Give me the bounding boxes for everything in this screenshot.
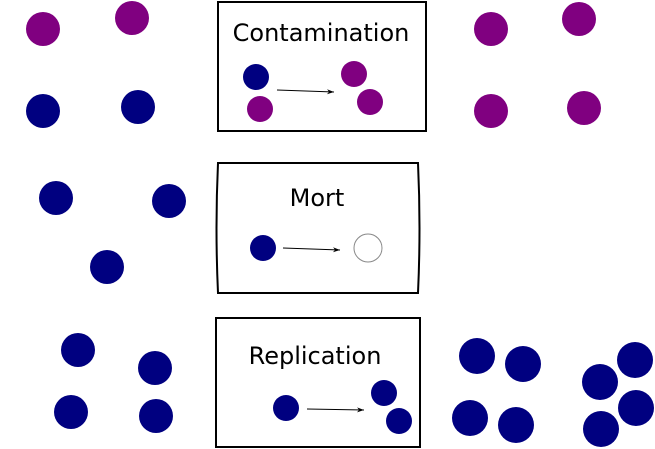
mort-before — [250, 235, 276, 261]
navy-cell — [121, 90, 155, 124]
contamination-before — [243, 64, 273, 122]
mort-title: Mort — [290, 184, 345, 212]
purple-cell — [567, 91, 601, 125]
contamination-arrow — [276, 89, 335, 95]
purple-cell — [474, 12, 508, 46]
mort-arrow — [282, 247, 341, 253]
navy-cell — [243, 64, 269, 90]
navy-cell — [250, 235, 276, 261]
mort-after — [353, 233, 383, 263]
navy-cell — [152, 184, 186, 218]
replication-before — [273, 395, 299, 421]
purple-cell — [115, 1, 149, 35]
navy-cell — [459, 338, 495, 374]
navy-cell — [582, 364, 618, 400]
mort-left-cluster — [39, 181, 186, 284]
navy-cell — [371, 380, 397, 406]
dead-cell-outline — [353, 233, 383, 263]
navy-cell — [138, 351, 172, 385]
navy-cell — [61, 333, 95, 367]
contamination-left-cluster — [26, 1, 155, 128]
purple-cell — [562, 2, 596, 36]
navy-cell — [386, 408, 412, 434]
navy-cell — [452, 400, 488, 436]
mort-box — [215, 162, 421, 294]
purple-cell — [357, 89, 383, 115]
navy-cell — [273, 395, 299, 421]
contamination-right-cluster — [474, 2, 601, 128]
purple-cell — [341, 61, 367, 87]
navy-cell — [90, 250, 124, 284]
navy-cell — [505, 346, 541, 382]
purple-cell — [26, 12, 60, 46]
navy-cell — [54, 395, 88, 429]
replication-left-cluster — [54, 333, 173, 433]
contamination-title: Contamination — [233, 19, 410, 47]
navy-cell — [498, 407, 534, 443]
navy-cell — [583, 411, 619, 447]
contamination-panel: Contamination — [217, 1, 427, 132]
replication-arrow — [306, 407, 365, 413]
purple-cell — [247, 96, 273, 122]
purple-cell — [474, 94, 508, 128]
navy-cell — [618, 390, 654, 426]
navy-cell — [617, 342, 653, 378]
mort-panel: Mort — [215, 162, 421, 294]
replication-right-cluster — [452, 338, 654, 447]
replication-panel: Replication — [215, 317, 421, 448]
navy-cell — [26, 94, 60, 128]
navy-cell — [139, 399, 173, 433]
replication-title: Replication — [249, 342, 382, 370]
contamination-after — [341, 61, 383, 115]
replication-after — [371, 380, 412, 434]
navy-cell — [39, 181, 73, 215]
